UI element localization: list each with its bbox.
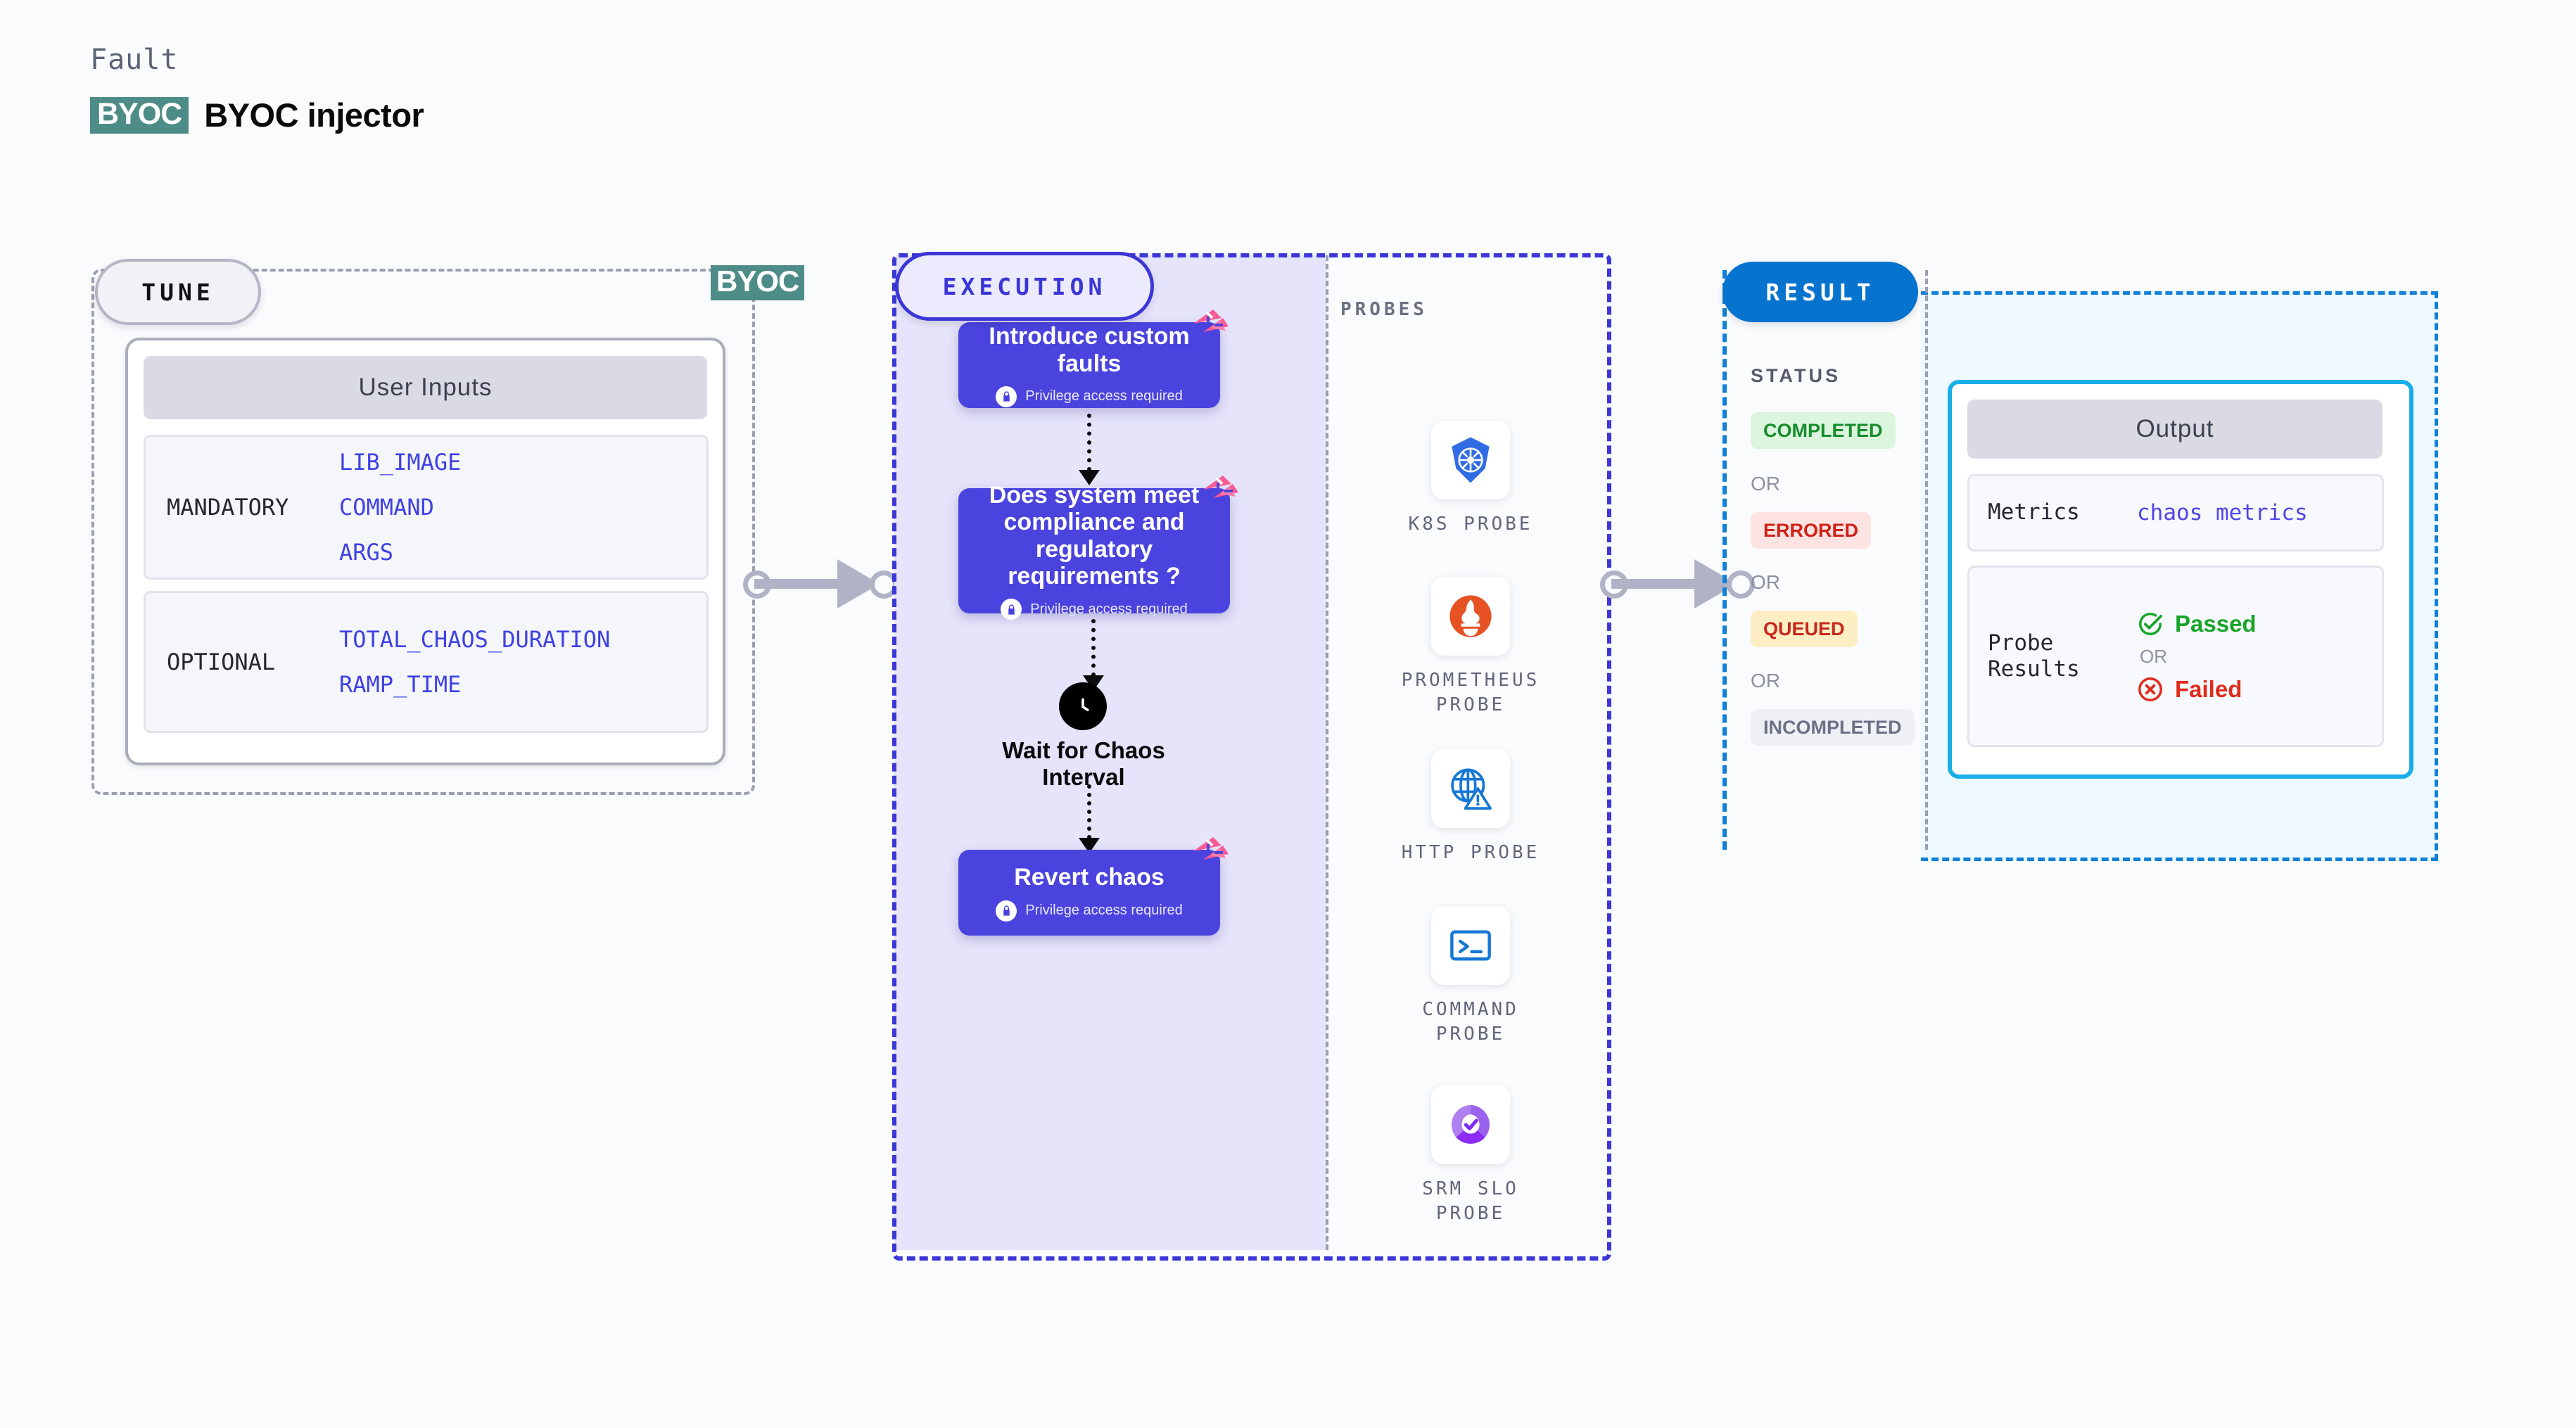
globe-warning-icon	[1431, 749, 1510, 828]
connector-bar	[754, 579, 846, 589]
node-title: Introduce custom faults	[989, 323, 1190, 377]
node-title: Revert chaos	[1014, 864, 1165, 891]
flow-line-1	[1087, 414, 1091, 471]
probe-item-command[interactable]: COMMAND PROBE	[1390, 906, 1552, 1047]
status-badge-errored: ERRORED	[1751, 512, 1872, 549]
prometheus-icon	[1431, 577, 1510, 656]
privilege-text: Privilege access required	[1025, 388, 1183, 404]
byoc-badge: BYOC	[90, 96, 189, 134]
input-group-optional: OPTIONAL TOTAL_CHAOS_DURATION RAMP_TIME	[144, 591, 709, 733]
probe-results-values: Passed OR Failed	[2137, 611, 2257, 703]
input-var-total-chaos-duration[interactable]: TOTAL_CHAOS_DURATION	[339, 626, 611, 653]
page-title: BYOC injector	[204, 96, 424, 134]
slo-donut-icon	[1431, 1085, 1510, 1164]
output-header: Output	[1967, 400, 2383, 459]
harness-corner-icon	[1193, 310, 1229, 332]
execution-fill	[894, 255, 1326, 1250]
wait-for-chaos-interval-label: Wait for Chaos Interval	[1002, 737, 1165, 791]
fault-kicker: Fault	[90, 44, 179, 76]
user-inputs-header: User Inputs	[144, 356, 707, 419]
group-values-mandatory: LIB_IMAGE COMMAND ARGS	[339, 449, 461, 566]
flow-line-3	[1087, 784, 1091, 839]
status-title: STATUS	[1751, 365, 1841, 386]
connector-bar	[1611, 579, 1703, 589]
output-row-metrics: Metrics chaos metrics	[1967, 474, 2384, 552]
tune-section-pill[interactable]: TUNE	[95, 259, 261, 325]
probe-item-k8s[interactable]: K8S PROBE	[1390, 421, 1552, 537]
probe-item-srm-slo[interactable]: SRM SLO PROBE	[1390, 1085, 1552, 1226]
connector-tune-to-execution	[739, 545, 901, 623]
lock-icon	[1001, 599, 1022, 620]
kubernetes-icon	[1431, 421, 1510, 499]
probe-label: K8S PROBE	[1408, 514, 1533, 535]
probe-label: COMMAND PROBE	[1422, 999, 1519, 1045]
execution-node-introduce-custom-faults[interactable]: Introduce custom faults Privilege access…	[958, 310, 1229, 408]
clock-icon	[1059, 682, 1107, 730]
flow-line-2	[1091, 619, 1096, 677]
harness-corner-icon	[1193, 837, 1229, 860]
group-values-optional: TOTAL_CHAOS_DURATION RAMP_TIME	[339, 626, 610, 698]
status-badge-completed: COMPLETED	[1751, 412, 1896, 449]
lock-icon	[996, 385, 1017, 407]
probe-label: HTTP PROBE	[1401, 842, 1540, 863]
metrics-value[interactable]: chaos metrics	[2137, 500, 2308, 525]
harness-corner-icon	[1203, 476, 1238, 498]
status-or-2: OR	[1751, 571, 1780, 593]
probe-result-passed: Passed	[2137, 611, 2257, 637]
input-var-ramp-time[interactable]: RAMP_TIME	[339, 671, 462, 698]
x-circle-icon	[2138, 677, 2162, 701]
privilege-row: Privilege access required	[996, 900, 1183, 922]
output-card: Output Metrics chaos metrics Probe Resul…	[1948, 380, 2413, 779]
execution-node-compliance-check[interactable]: Does system meet compliance and regulato…	[958, 476, 1238, 620]
privilege-row: Privilege access required	[1001, 599, 1188, 620]
probe-results-label: Probe Results	[1988, 630, 2080, 682]
check-circle-icon	[2139, 612, 2162, 635]
node-title: Does system meet compliance and regulato…	[989, 481, 1200, 589]
page-header: Fault BYOC BYOC injector	[90, 44, 424, 134]
probe-item-http[interactable]: HTTP PROBE	[1390, 749, 1552, 865]
terminal-icon	[1431, 906, 1510, 985]
status-or-3: OR	[1751, 670, 1780, 691]
result-section-pill[interactable]: RESULT	[1722, 262, 1918, 322]
result-status-boundary	[1722, 270, 1928, 850]
failed-label: Failed	[2175, 675, 2242, 702]
execution-section-pill[interactable]: EXECUTION	[895, 252, 1154, 321]
user-inputs-card: User Inputs MANDATORY LIB_IMAGE COMMAND …	[125, 338, 725, 765]
group-label-optional: OPTIONAL	[167, 649, 276, 675]
title-row: BYOC BYOC injector	[90, 96, 424, 134]
group-label-mandatory: MANDATORY	[167, 494, 289, 521]
privilege-row: Privilege access required	[996, 385, 1183, 407]
byoc-edge-badge: BYOC	[711, 265, 805, 300]
probes-title: PROBES	[1340, 299, 1428, 320]
execution-section-boundary	[892, 253, 1611, 1261]
probe-label: SRM SLO PROBE	[1422, 1178, 1519, 1225]
privilege-text: Privilege access required	[1025, 903, 1183, 919]
probes-divider	[1326, 255, 1328, 1250]
input-var-lib-image[interactable]: LIB_IMAGE	[339, 449, 462, 476]
probe-item-prometheus[interactable]: PROMETHEUS PROBE	[1390, 577, 1552, 718]
probe-result-failed: Failed	[2137, 676, 2257, 703]
status-badge-queued: QUEUED	[1751, 611, 1858, 647]
passed-label: Passed	[2175, 610, 2257, 637]
connector-end-dot	[1727, 570, 1755, 599]
privilege-text: Privilege access required	[1030, 601, 1188, 617]
status-or-1: OR	[1751, 473, 1780, 495]
metrics-label: Metrics	[1988, 499, 2080, 525]
input-var-args[interactable]: ARGS	[339, 539, 394, 566]
probe-label: PROMETHEUS PROBE	[1401, 670, 1540, 716]
status-badge-incompleted: INCOMPLETED	[1751, 709, 1915, 746]
lock-icon	[996, 900, 1017, 922]
execution-node-revert-chaos[interactable]: Revert chaos Privilege access required	[958, 837, 1229, 936]
flow-arrow-3	[1079, 838, 1100, 853]
tune-section-boundary	[91, 269, 755, 795]
output-row-probe-results: Probe Results Passed OR Failed	[1967, 566, 2384, 747]
probe-result-or: OR	[2140, 645, 2167, 667]
input-var-command[interactable]: COMMAND	[339, 494, 434, 521]
flow-arrow-1	[1079, 470, 1100, 485]
input-group-mandatory: MANDATORY LIB_IMAGE COMMAND ARGS	[144, 435, 709, 580]
connector-execution-to-result	[1596, 545, 1758, 623]
